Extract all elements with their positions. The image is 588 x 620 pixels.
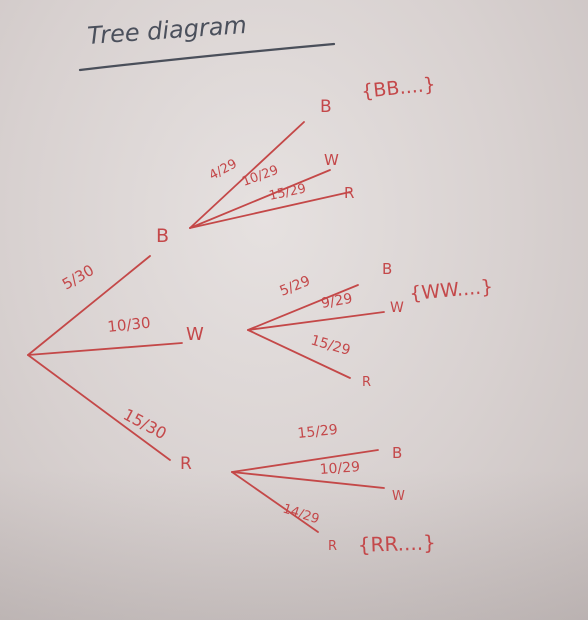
- prob-BB: 4/29: [207, 157, 240, 184]
- node-BW: W: [324, 151, 339, 169]
- prob-WR: 15/29: [309, 332, 352, 359]
- branch-R-W: [231, 471, 385, 489]
- node-WR: R: [362, 375, 371, 390]
- node-RW: W: [392, 489, 405, 504]
- node-B: B: [156, 225, 169, 247]
- prob-B: 5/30: [59, 261, 97, 293]
- prob-RW: 10/29: [319, 459, 360, 478]
- node-BR: R: [344, 184, 354, 202]
- prob-BR: 15/29: [268, 181, 308, 203]
- branch-B-B: [189, 121, 305, 229]
- branch-W-R: [247, 329, 351, 379]
- branch-R-B: [231, 449, 379, 473]
- branch-root-W: [27, 342, 183, 356]
- branch-B-R: [189, 191, 351, 229]
- prob-RB: 15/29: [297, 422, 339, 442]
- prob-W: 10/30: [107, 314, 152, 336]
- branch-root-B: [27, 255, 151, 356]
- prob-R: 15/30: [120, 405, 170, 443]
- title-underline: [78, 42, 336, 72]
- title: Tree diagram: [86, 11, 247, 50]
- prob-RR: 14/29: [281, 502, 321, 528]
- node-W: W: [186, 324, 204, 345]
- prob-BW: 10/29: [240, 163, 280, 190]
- branch-B-W: [189, 169, 331, 229]
- branch-R-R: [231, 471, 319, 533]
- outcome-set-BB: {BB....}: [360, 73, 436, 103]
- branch-W-B: [247, 284, 359, 331]
- node-R: R: [180, 454, 192, 474]
- branch-W-W: [247, 311, 385, 331]
- node-WW: W: [390, 300, 404, 316]
- node-BB: B: [320, 97, 332, 117]
- node-RR: R: [328, 539, 337, 554]
- prob-WB: 5/29: [278, 273, 313, 300]
- outcome-set-RR: {RR....}: [357, 530, 436, 557]
- branch-root-R: [27, 354, 171, 461]
- node-RB: B: [392, 444, 402, 462]
- node-WB: B: [382, 260, 392, 278]
- prob-WW: 9/29: [320, 291, 354, 312]
- outcome-set-WW: {WW....}: [409, 276, 494, 305]
